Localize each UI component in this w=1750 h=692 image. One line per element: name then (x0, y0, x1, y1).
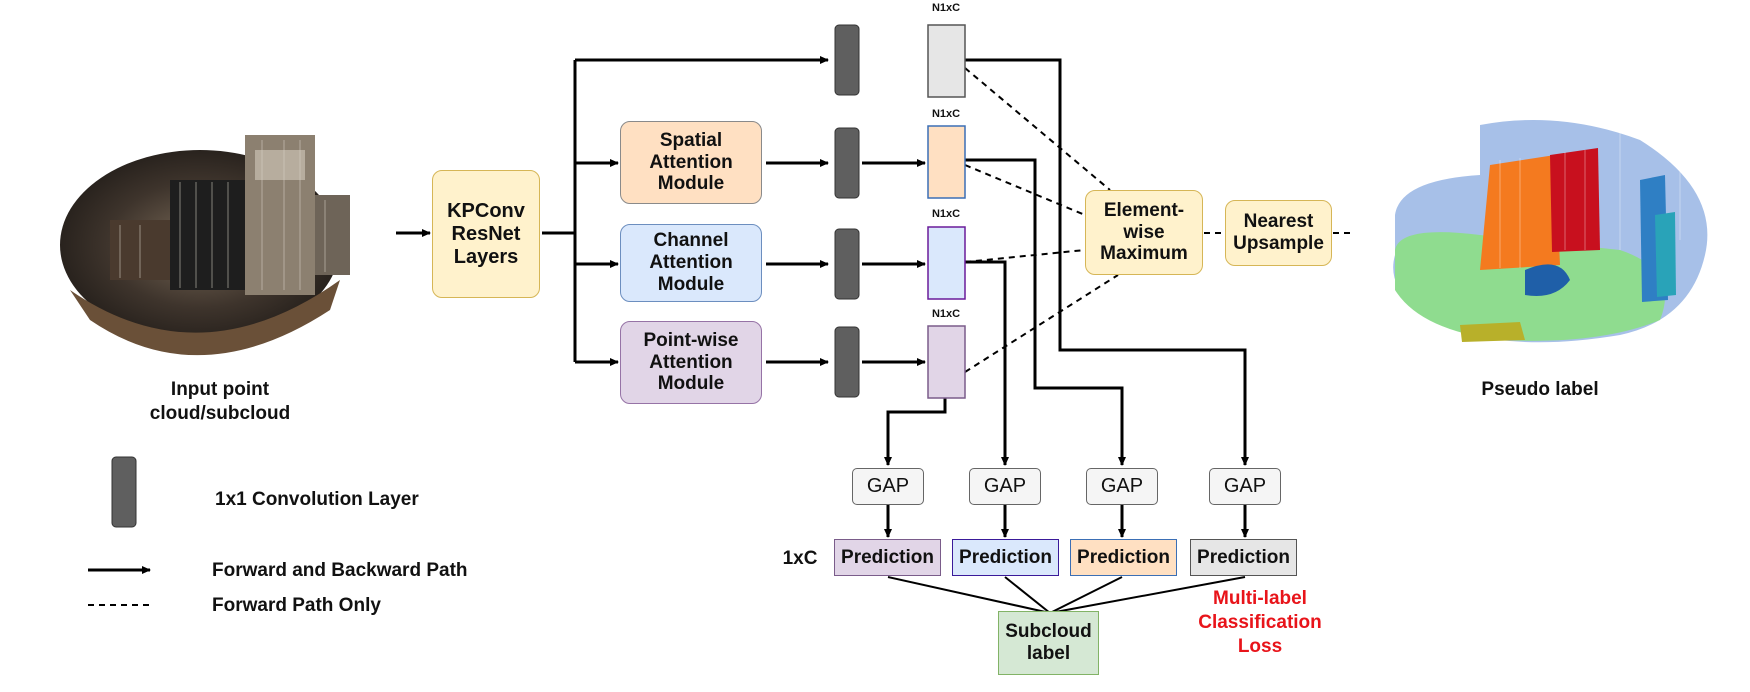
legend-conv-label: 1x1 Convolution Layer (215, 489, 419, 510)
conv-layers (111, 24, 860, 528)
pseudo-label-image (1393, 120, 1708, 343)
input-point-cloud-image (60, 135, 350, 356)
conv-layer-4 (834, 326, 860, 398)
prediction-plain: Prediction (1190, 539, 1297, 576)
feature-map-channel (927, 226, 966, 300)
feature-map-pointwise (927, 325, 966, 399)
legend-forward-only-label: Forward Path Only (212, 595, 381, 616)
legend-conv-symbol (111, 456, 137, 528)
prediction-dim-label: 1xC (782, 548, 818, 569)
spatial-attention-module: Spatial Attention Module (620, 121, 762, 204)
forward-only-paths (964, 67, 1355, 373)
gap-box-4: GAP (1209, 468, 1281, 505)
channel-attention-module: Channel Attention Module (620, 224, 762, 302)
elementwise-maximum-box: Element- wise Maximum (1085, 190, 1203, 275)
feature-dim-label-3: N1xC (931, 208, 961, 220)
prediction-spatial: Prediction (1070, 539, 1177, 576)
nearest-upsample-box: Nearest Upsample (1225, 200, 1332, 266)
prediction-to-subcloud-lines (887, 576, 1246, 614)
prediction-channel: Prediction (952, 539, 1059, 576)
prediction-pointwise: Prediction (834, 539, 941, 576)
pointwise-attention-module: Point-wise Attention Module (620, 321, 762, 404)
loss-label: Multi-label Classification Loss (1198, 588, 1322, 657)
backbone-box: KPConv ResNet Layers (432, 170, 540, 298)
feature-dim-label-1: N1xC (931, 2, 961, 14)
feature-dim-label-2: N1xC (931, 108, 961, 120)
feature-dim-label-4: N1xC (931, 308, 961, 320)
gap-box-3: GAP (1086, 468, 1158, 505)
gap-box-1: GAP (852, 468, 924, 505)
gap-box-2: GAP (969, 468, 1041, 505)
feature-map-plain (927, 24, 966, 98)
subcloud-label-box: Subcloud label (998, 611, 1099, 675)
feature-map-spatial (927, 125, 966, 199)
forward-backward-paths (396, 56, 1249, 538)
legend-forward-backward-label: Forward and Backward Path (212, 560, 468, 581)
input-label: Input point cloud/subcloud (149, 379, 291, 424)
output-label: Pseudo label (1481, 379, 1599, 400)
feature-maps (927, 24, 966, 399)
conv-layer-3 (834, 228, 860, 300)
conv-layer-1 (834, 24, 860, 96)
conv-layer-2 (834, 127, 860, 199)
